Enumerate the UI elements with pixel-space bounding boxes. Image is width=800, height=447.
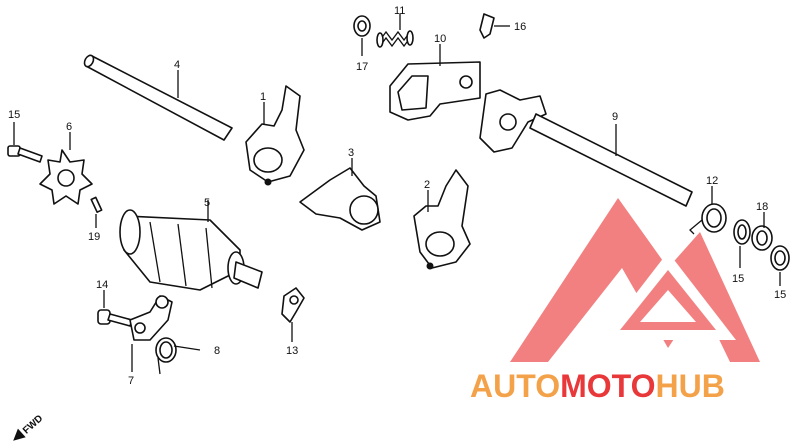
callout-12: 12	[706, 175, 718, 187]
part-6-cam-plate	[39, 132, 93, 205]
part-15a-washer	[733, 219, 751, 268]
part-5-shift-drum	[119, 200, 263, 291]
callout-15b-label: 15	[774, 289, 786, 301]
callout-2: 2	[424, 179, 430, 191]
callout-19: 18	[756, 201, 768, 213]
callout-9: 9	[612, 111, 618, 123]
callout-15a-label: 15	[732, 273, 744, 285]
fwd-direction-marker: FWD	[13, 413, 45, 441]
part-19-seal	[751, 212, 773, 251]
callout-7: 7	[128, 375, 134, 387]
part-11-spring	[376, 14, 414, 48]
watermark-hub: HUB	[655, 368, 724, 404]
part-4-fork-shaft	[83, 54, 233, 141]
callout-3: 3	[348, 147, 354, 159]
watermark-auto: AUTO	[470, 368, 560, 404]
part-2-shift-fork	[413, 169, 471, 270]
part-7-stopper-arm	[129, 295, 173, 372]
fwd-label: FWD	[21, 413, 45, 436]
part-8-spring	[155, 337, 201, 375]
callout-11: 11	[394, 5, 405, 17]
part-12-return-spring	[689, 186, 727, 235]
callout-13: 13	[286, 345, 298, 357]
callout-16: 15	[8, 109, 20, 121]
callout-6: 6	[66, 121, 72, 133]
callout-18: 17	[356, 61, 368, 73]
part-18-washer	[353, 15, 371, 56]
part-14-bolt	[97, 290, 133, 327]
callout-14: 14	[96, 279, 108, 291]
watermark-text: AUTOMOTOHUB	[470, 368, 725, 404]
part-13-clip	[281, 287, 305, 342]
part-20-pin	[90, 196, 103, 228]
part-1-shift-fork	[245, 85, 305, 186]
watermark-moto: MOTO	[560, 368, 655, 404]
callout-5: 5	[204, 197, 210, 209]
callout-17: 16	[514, 21, 526, 33]
part-3-shift-fork	[299, 158, 381, 231]
callout-20: 19	[88, 231, 100, 243]
part-9-gearshift-spindle	[479, 89, 693, 207]
callout-4: 4	[174, 59, 180, 71]
part-15b-washer	[770, 245, 790, 286]
callout-8: 8	[214, 345, 220, 357]
callout-10: 10	[434, 33, 446, 45]
part-16-bolt	[7, 122, 43, 163]
part-10-guide-plate	[389, 44, 481, 121]
callout-1: 1	[260, 91, 266, 103]
watermark-logo	[510, 198, 760, 362]
part-17-clip	[479, 13, 510, 39]
